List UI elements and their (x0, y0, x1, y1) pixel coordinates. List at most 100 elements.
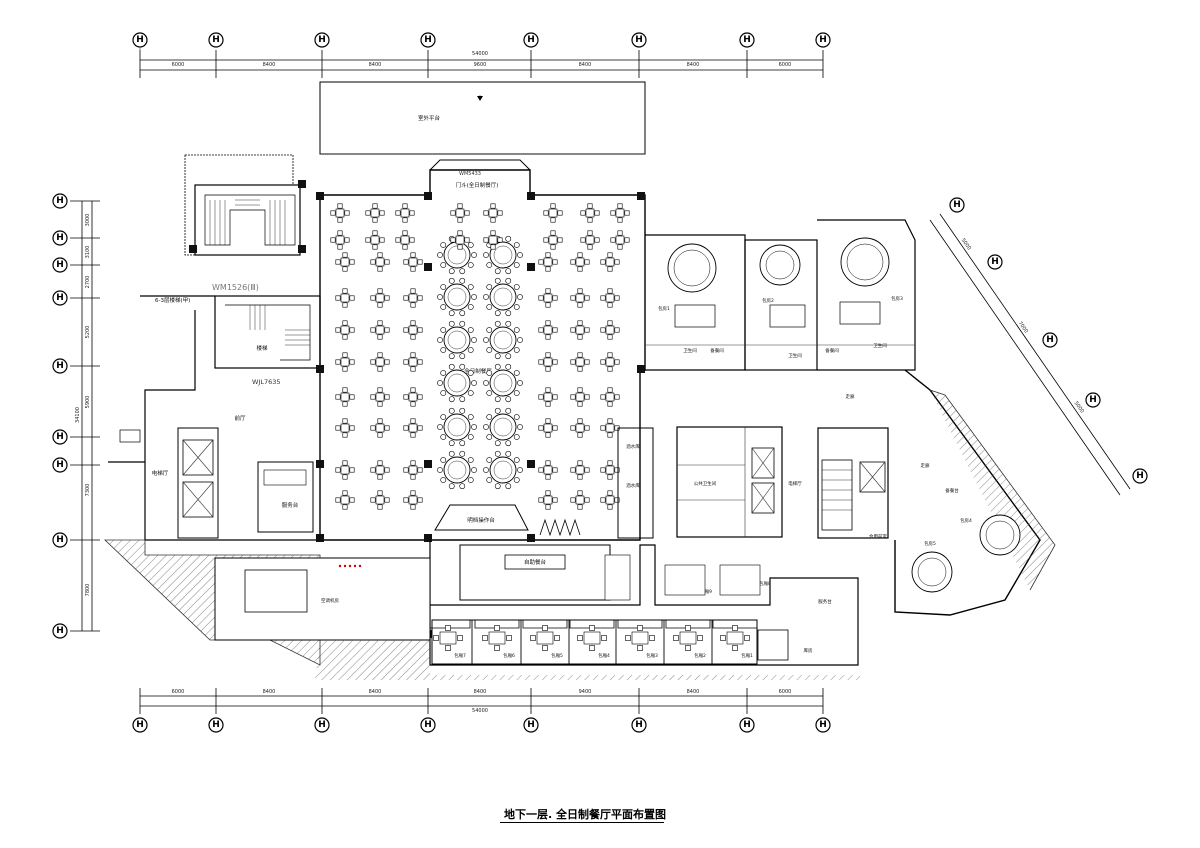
bottom-total-dim: 54000 (472, 708, 488, 714)
svg-text:H: H (56, 626, 64, 636)
vip-room-2: 包厢6 (474, 620, 520, 659)
terrace-label: 室外平台 (418, 114, 441, 122)
main-entrance-label: 门斗(全日制餐厅) (456, 181, 499, 189)
terrace: 室外平台 (319, 81, 646, 155)
shop-2-label: 包厢8 (759, 580, 771, 587)
top-dimension-line: 54000 6000 8400 8400 9600 8400 8400 6000 (139, 50, 824, 78)
square-table (570, 460, 590, 480)
svg-text:H: H (1046, 335, 1054, 345)
square-table (538, 252, 558, 272)
svg-text:H: H (212, 720, 220, 730)
buffet-label: 自助餐台 (524, 558, 547, 566)
svg-text:H: H (743, 720, 751, 730)
square-table (370, 252, 390, 272)
svg-text:H: H (991, 257, 999, 267)
top-dim-3: 8400 (369, 62, 382, 68)
vip-room-6: 包厢2 (665, 620, 711, 659)
bottom-dim-1: 6000 (172, 689, 185, 695)
square-table (580, 230, 600, 250)
drawing-title-underline (500, 822, 664, 823)
square-table (335, 387, 355, 407)
square-table (370, 387, 390, 407)
square-table (570, 387, 590, 407)
square-table (600, 460, 620, 480)
shaft-label: 合用前室 (869, 533, 887, 540)
round-table (437, 277, 477, 317)
dining-hall-label: 全日制餐厅 (464, 367, 492, 375)
round-table (437, 407, 477, 447)
private-room-3-label: 包房3 (891, 295, 903, 302)
top-dim-7: 6000 (779, 62, 792, 68)
svg-text:H: H (56, 196, 64, 206)
square-table (335, 252, 355, 272)
stair-and-lobby: WM1526(Ⅲ) 6-3层楼梯(甲) 楼梯 WJL7635 前厅 电梯厅 服务… (108, 283, 321, 541)
square-table (403, 460, 423, 480)
square-table (483, 203, 503, 223)
square-table (610, 230, 630, 250)
svg-text:H: H (635, 720, 643, 730)
svg-text:H: H (819, 35, 827, 45)
public-toilet-label: 公共卫生间 (694, 480, 717, 487)
top-dim-5: 8400 (579, 62, 592, 68)
svg-text:H: H (56, 260, 64, 270)
top-dim-4: 9600 (474, 62, 487, 68)
grid-bubbles-bottom: H H H H H H H H (132, 717, 831, 733)
lobby-code: WJL7635 (252, 378, 281, 386)
top-dim-2: 8400 (263, 62, 276, 68)
square-table (570, 490, 590, 510)
main-door-code: WM5433 (459, 171, 481, 177)
svg-text:H: H (56, 233, 64, 243)
square-table (538, 320, 558, 340)
grid-bubbles-right: H H H H H (949, 197, 1148, 484)
square-table (543, 230, 563, 250)
square-table (538, 490, 558, 510)
square-table (335, 320, 355, 340)
round-table (437, 363, 477, 403)
show-kitchen-label: 明档操作台 (467, 516, 495, 524)
vip-room-4: 包厢4 (569, 620, 615, 659)
square-table (370, 460, 390, 480)
square-table (450, 203, 470, 223)
square-table (538, 460, 558, 480)
square-table (335, 418, 355, 438)
vip-room-label: 包厢5 (551, 652, 563, 659)
square-table (370, 320, 390, 340)
shop-1-label: 包厢9 (700, 588, 712, 595)
left-dim-7: 7800 (85, 584, 91, 597)
square-table (330, 230, 350, 250)
square-table (395, 203, 415, 223)
square-table (570, 352, 590, 372)
square-table (538, 288, 558, 308)
round-table (483, 407, 523, 447)
lobby-label: 前厅 (234, 414, 246, 422)
toilet-2-label: 卫生间 (788, 352, 802, 359)
private-room-2-label: 包房2 (762, 297, 774, 304)
left-dim-1: 3000 (85, 214, 91, 227)
square-table (610, 203, 630, 223)
square-table (335, 460, 355, 480)
wine-storage-2-label: 酒水库 (626, 482, 640, 489)
square-table (450, 230, 470, 250)
square-table (543, 203, 563, 223)
square-table (570, 418, 590, 438)
square-table (403, 418, 423, 438)
square-table (580, 203, 600, 223)
left-dimension-line: 3000 3100 2700 5200 5900 7300 7800 34100 (70, 200, 100, 632)
elevator-hall-left-label: 电梯厅 (152, 469, 169, 477)
square-table (538, 352, 558, 372)
square-table (403, 252, 423, 272)
round-table (483, 450, 523, 490)
right-core: 合用前室 走廊 备餐台 (817, 427, 959, 540)
service-left-label: 服务台 (282, 501, 299, 509)
corridor-label: 走廊 (846, 393, 855, 400)
svg-text:H: H (136, 720, 144, 730)
bottom-dim-6: 8400 (687, 689, 700, 695)
corridor-2-label: 走廊 (921, 462, 930, 469)
pantry-2-label: 备餐间 (825, 347, 839, 354)
vip-room-7: 包厢1 (712, 620, 758, 659)
fire-stair-label: 6-3层楼梯(甲) (155, 296, 190, 304)
main-hall: WM5433 门斗(全日制餐厅) 全日制餐厅 明档操作台 自助餐台 (316, 159, 646, 638)
svg-text:H: H (56, 432, 64, 442)
